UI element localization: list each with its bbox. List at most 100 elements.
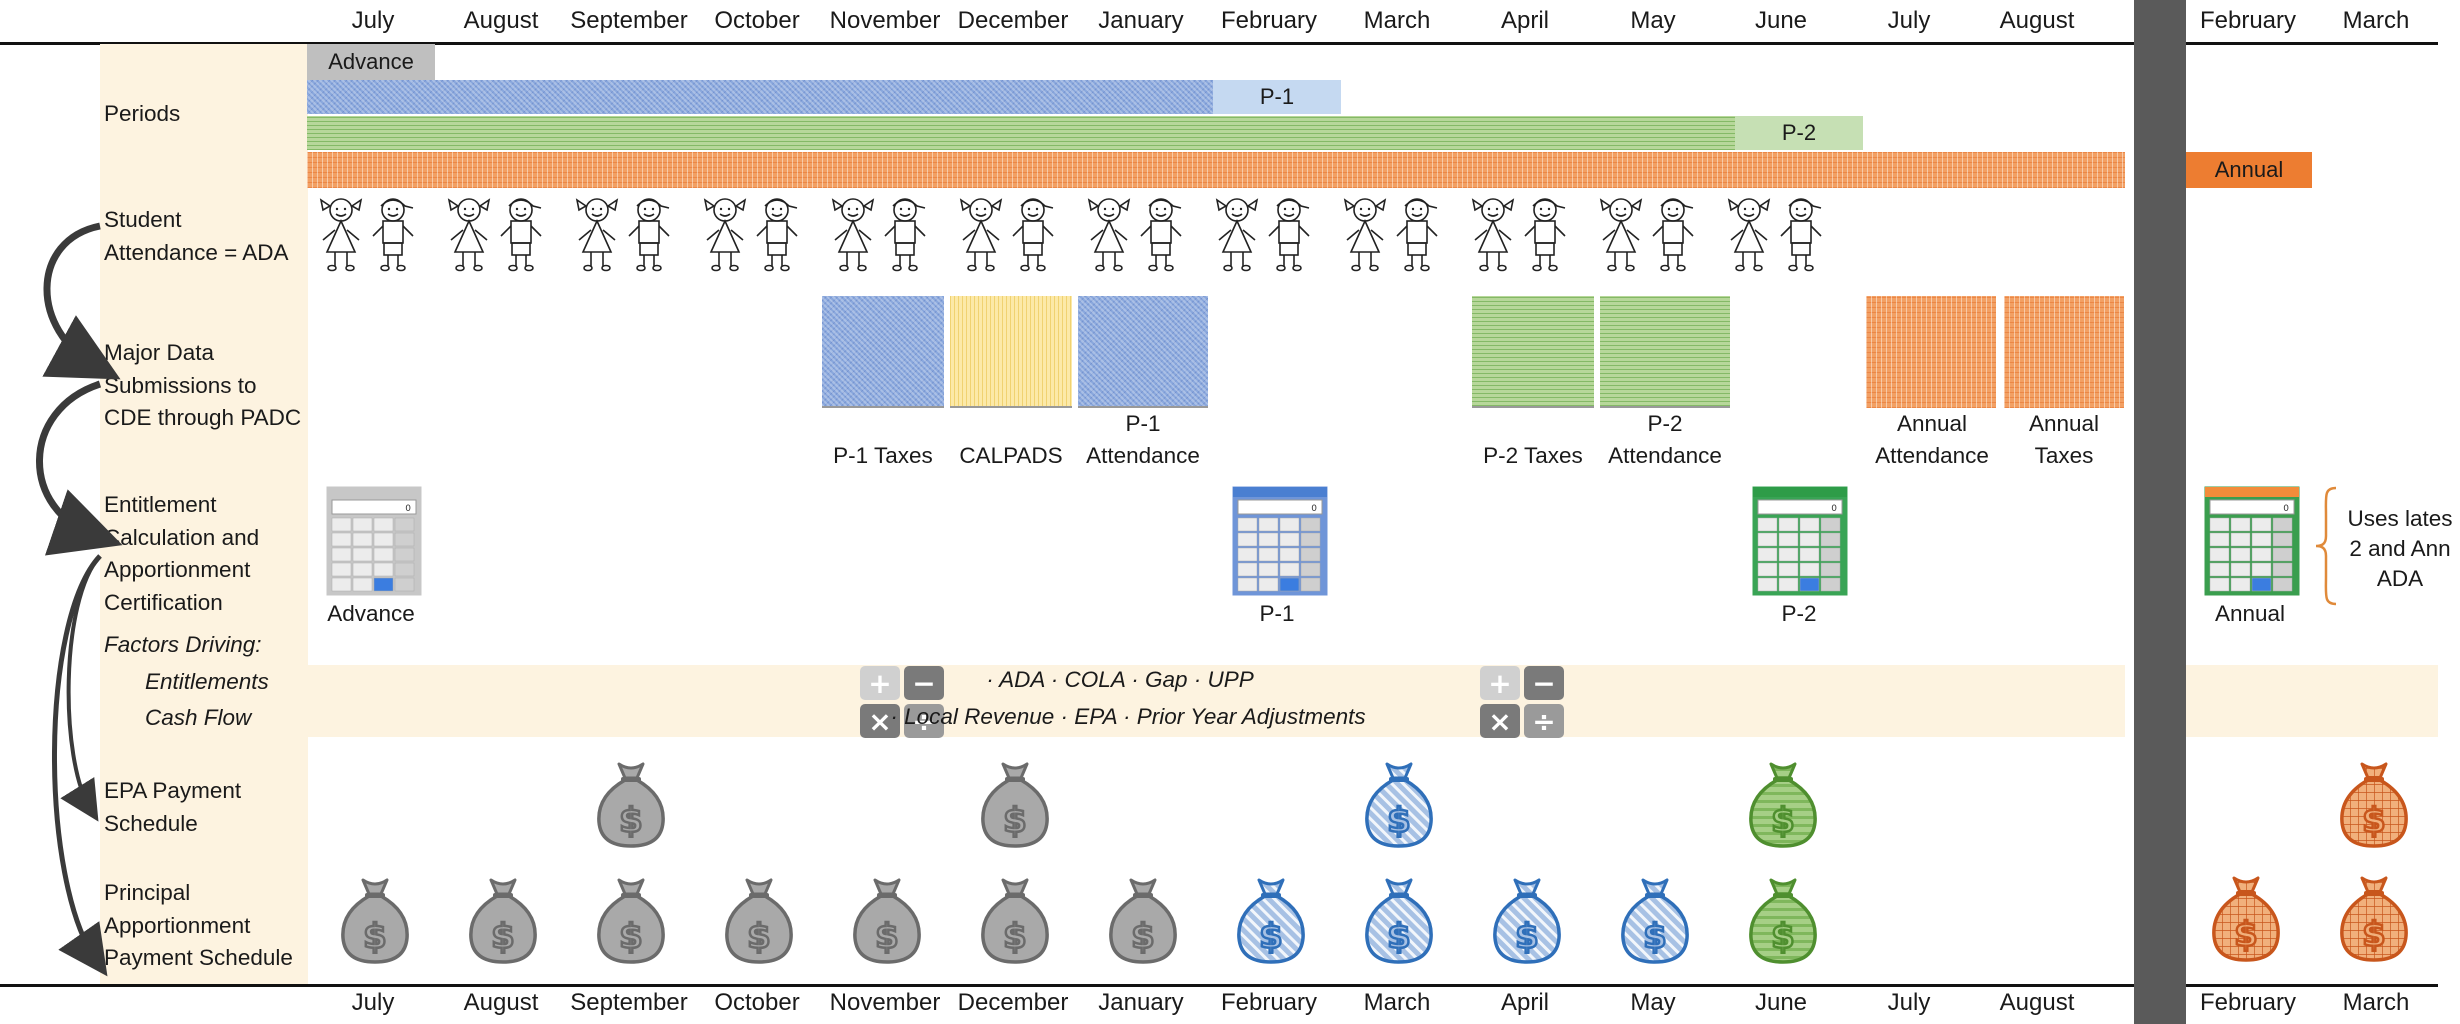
svg-text:$: $ (2234, 915, 2258, 955)
month-label: February (1220, 7, 1318, 34)
student-figure (697, 196, 753, 272)
student-figure (365, 196, 421, 272)
payment-bag: $ (1231, 876, 1311, 966)
calculator: 0 (1232, 486, 1328, 596)
student-figure (1465, 196, 1521, 272)
month-label: August (463, 7, 539, 34)
svg-text:$: $ (1259, 917, 1283, 957)
annual-attendance-caption: Annual Attendance (1862, 408, 2002, 472)
note-line: 2 and Ann (2349, 536, 2451, 561)
svg-text:$: $ (2362, 915, 2386, 955)
row-label-line: Principal (104, 880, 191, 905)
payment-bag: $ (463, 876, 543, 966)
calculator-icon: 0 (2204, 486, 2300, 596)
month-label: March (2342, 989, 2410, 1016)
math-operators-icon: +−×÷ (860, 666, 944, 738)
payment-bag: $ (2334, 874, 2414, 964)
student-girl-icon (1599, 198, 1643, 272)
money-bag-icon: $ (981, 878, 1049, 964)
svg-text:−: − (1532, 667, 1555, 700)
bottom-rule (0, 984, 2438, 987)
month-label: December (957, 989, 1069, 1016)
payment-bag: $ (1743, 760, 1823, 850)
payment-bag: $ (1487, 876, 1567, 966)
student-figure (493, 196, 549, 272)
month-label: October (714, 7, 800, 34)
svg-text:$: $ (1643, 917, 1667, 957)
money-bag-icon: $ (2212, 876, 2280, 962)
student-boy-icon (628, 198, 670, 272)
student-figure (1593, 196, 1649, 272)
svg-text:$: $ (747, 917, 771, 957)
calculator-icon: 0 (326, 486, 422, 596)
month-label: December (957, 7, 1069, 34)
svg-text:$: $ (1771, 801, 1795, 841)
calculator: 0 (2204, 486, 2300, 596)
p1-attendance-block (1078, 296, 1208, 408)
svg-text:$: $ (2362, 801, 2386, 841)
payment-bag: $ (1615, 876, 1695, 966)
payment-bag: $ (591, 760, 671, 850)
calpads-block (950, 296, 1072, 408)
payment-bag: $ (719, 876, 799, 966)
period-p2-label: P-2 (1735, 116, 1863, 150)
row-label-line: Major Data (104, 340, 215, 365)
student-figure (1133, 196, 1189, 272)
row-label-line: Certification (104, 589, 223, 615)
svg-text:$: $ (1387, 917, 1411, 957)
student-boy-icon (372, 198, 414, 272)
svg-text:−: − (912, 667, 935, 700)
month-label: August (463, 989, 539, 1016)
student-boy-icon (1396, 198, 1438, 272)
month-label: June (1754, 989, 1808, 1016)
calculator: 0 (326, 486, 422, 596)
p1-taxes-block (822, 296, 944, 408)
svg-text:$: $ (1003, 801, 1027, 841)
money-bag-icon: $ (1237, 878, 1305, 964)
month-label: November (829, 989, 941, 1016)
row-label-line: Attendance = ADA (104, 239, 289, 265)
student-figure (313, 196, 369, 272)
row-label-line: Submissions to (104, 372, 257, 398)
period-p1-bar (307, 80, 1213, 114)
student-girl-icon (447, 198, 491, 272)
month-label: April (1500, 989, 1549, 1016)
p2-attendance-caption: P-2 Attendance (1595, 408, 1735, 472)
svg-text:0: 0 (2283, 504, 2289, 514)
svg-text:$: $ (1003, 917, 1027, 957)
month-label: July (351, 989, 395, 1016)
month-label: March (1363, 7, 1431, 34)
money-bag-icon: $ (853, 878, 921, 964)
row-label-line: CDE through PADC (104, 405, 302, 430)
student-figure (1209, 196, 1265, 272)
student-figure (1081, 196, 1137, 272)
row-label-line: Student (104, 207, 182, 232)
svg-text:÷: ÷ (912, 705, 935, 738)
month-label: April (1500, 7, 1549, 34)
student-girl-icon (319, 198, 363, 272)
student-figure (1773, 196, 1829, 272)
student-boy-icon (1524, 198, 1566, 272)
caption-line: Annual (2028, 411, 2100, 436)
student-boy-icon (1652, 198, 1694, 272)
student-figure (1337, 196, 1393, 272)
student-girl-icon (575, 198, 619, 272)
top-rule (0, 42, 2438, 45)
student-figure (1005, 196, 1061, 272)
svg-text:$: $ (875, 917, 899, 957)
month-label: June (1754, 7, 1808, 34)
money-bag-icon: $ (1493, 878, 1561, 964)
svg-text:$: $ (1131, 917, 1155, 957)
student-girl-icon (1471, 198, 1515, 272)
row-label-line: Schedule (104, 810, 198, 836)
period-advance-bar: Advance (307, 44, 435, 80)
period-annual-label: Annual (2186, 152, 2312, 188)
student-girl-icon (1087, 198, 1131, 272)
row-label-column (100, 44, 308, 984)
factors-line-2: · Local Revenue · EPA · Prior Year Adjus… (890, 704, 1366, 729)
student-figure (749, 196, 805, 272)
row-label-periods: Periods (104, 101, 181, 126)
payment-bag: $ (2334, 760, 2414, 850)
money-bag-icon: $ (341, 878, 409, 964)
svg-text:$: $ (363, 917, 387, 957)
